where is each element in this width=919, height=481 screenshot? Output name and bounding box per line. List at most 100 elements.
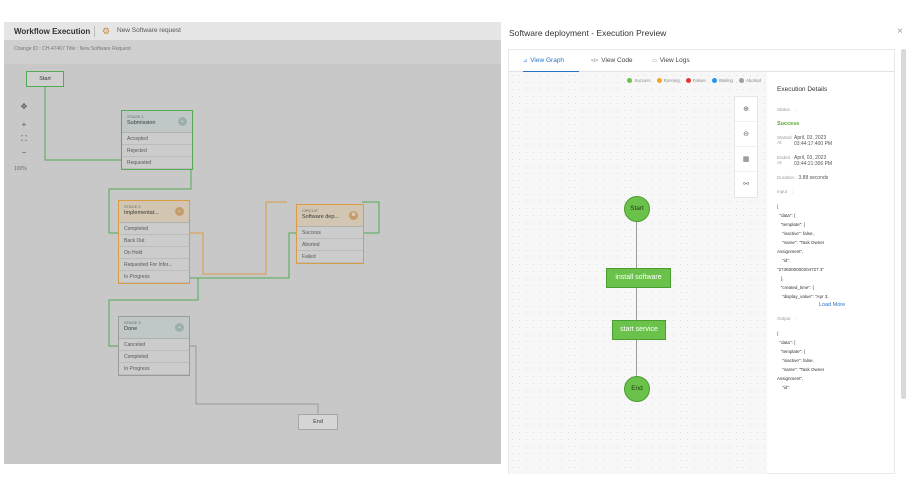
started-value: April, 03, 2023 03:44:17:400 PM [794,135,833,147]
legend-label: Failure [692,78,706,83]
stage-name: Done [124,326,138,332]
status-label-text: Status [777,107,790,112]
input-separator: : [792,189,794,194]
status-label: Status : [777,107,887,112]
stage-label: STAGE 2 [124,204,141,209]
panel-title: Software deployment - Execution Preview [509,28,667,38]
legend-label: Waiting [718,78,733,83]
tab-view-code[interactable]: </>View Code [591,57,633,64]
graph-edge [636,218,637,268]
stage-done[interactable]: STAGE 3 Done ⌄ Canceled Completed In Pro… [118,316,190,376]
stage-status-row: Accepted [122,133,192,145]
load-more-link[interactable]: Load More [818,302,846,308]
stage-header: STAGE 2 Implementat... ⌄ [119,201,189,223]
chevron-down-icon[interactable]: ⌄ [178,117,187,126]
workflow-execution-view: Workflow Execution ⚙ New Software reques… [4,22,501,464]
graph-edge [636,288,637,320]
stage-status-row: Requested [122,157,192,169]
output-label: Output : [777,316,887,321]
stage-status-row: Back Out [119,235,189,247]
graph-node-end[interactable]: End [624,376,650,402]
input-label: Input : [777,189,887,194]
graph-node-start[interactable]: Start [624,196,650,222]
end-node[interactable]: End [298,414,338,430]
details-title: Execution Details [777,86,828,93]
graph-node-install-software[interactable]: install software [606,268,671,288]
stage-label: STAGE 1 [127,114,144,119]
duration-label: Duration : [777,175,797,180]
stage-status-row: Requested For Infor... [119,259,189,271]
ended-value: April, 03, 2023 03:44:21:306 PM [794,155,833,167]
legend-item: Success [627,78,651,83]
duration-value: 3.88 seconds [798,175,829,181]
circuit-icon[interactable]: ⚙ [349,211,358,220]
zoom-in-icon[interactable]: ⊕ [735,97,757,122]
zoom-level: 100% [14,166,27,172]
logs-icon: ▭ [652,58,657,64]
scrollbar[interactable] [901,49,906,399]
stage-status-row: Success [297,227,363,239]
started-at: Started At: April, 03, 2023 03:44:17:400… [777,135,887,147]
close-icon[interactable]: × [897,26,903,37]
modal-backdrop [4,64,501,464]
stage-name: Implementat... [124,210,159,216]
stage-status-row: In Progress [119,363,189,375]
change-info: Change ID : CH-47467 Title : New Softwar… [14,46,131,52]
preview-tabs: ⊿View Graph </>View Code ▭View Logs [509,50,894,73]
zoom-out-icon[interactable]: ⊖ [735,122,757,147]
output-separator: : [795,316,797,321]
chevron-down-icon[interactable]: ⌄ [175,207,184,216]
graph-node-start-service[interactable]: start service [612,320,666,340]
circuit-software-deployment[interactable]: CIRCUIT Software dep... ⚙ Success Aborte… [296,204,364,264]
tab-label: View Logs [659,57,690,64]
input-json: { "data": { "template": { "inactive": fa… [777,204,829,299]
stage-label: CIRCUIT [302,208,319,213]
workflow-canvas[interactable]: ✥ + ⛶ − 100% Start STAGE 1 Submission ⌄ [4,64,501,464]
header-divider [94,26,95,37]
graph-icon: ⊿ [523,58,528,64]
zoom-in-icon[interactable]: + [21,120,27,129]
tab-view-graph[interactable]: ⊿View Graph [523,57,564,64]
ended-at: Ended At: April, 03, 2023 03:44:21:306 P… [777,155,887,167]
fit-screen-icon[interactable]: ⛶ [21,134,27,143]
input-label-text: Input [777,189,788,194]
duration: Duration : 3.88 seconds [777,175,887,181]
layout-icon[interactable]: ⚯ [743,181,749,188]
legend-label: Success [634,78,651,83]
status-value: Success [777,121,800,127]
stage-submission[interactable]: STAGE 1 Submission ⌄ Accepted Rejected R… [121,110,193,170]
zoom-out-icon[interactable]: − [21,148,27,157]
legend-label: Aborted [745,78,761,83]
aborted-dot-icon [738,78,744,83]
stage-status-row: Rejected [122,145,192,157]
active-tab-indicator [523,71,579,73]
stage-header: STAGE 3 Done ⌄ [119,317,189,339]
stage-status-row: Completed [119,351,189,363]
tab-view-logs[interactable]: ▭View Logs [652,57,690,64]
execution-graph[interactable]: Success Running Failure Waiting Aborted … [509,72,767,474]
grid-icon[interactable]: ▦ [735,147,757,172]
stage-status-row: Canceled [119,339,189,351]
preview-content: ⊿View Graph </>View Code ▭View Logs Succ… [508,49,895,474]
request-name[interactable]: New Software request [117,27,181,34]
started-label: Started At: [777,135,792,145]
request-icon: ⚙ [101,26,111,36]
start-node[interactable]: Start [26,71,64,87]
status-separator: : [794,107,797,112]
chevron-down-icon[interactable]: ⌄ [175,323,184,332]
legend-label: Running [663,78,680,83]
execution-preview-panel: Software deployment - Execution Preview … [501,19,919,481]
stage-implementation[interactable]: STAGE 2 Implementat... ⌄ Completed Back … [118,200,190,284]
stage-name: Submission [127,120,156,126]
tab-label: View Graph [530,57,565,64]
stage-label: STAGE 3 [124,320,141,325]
legend-item: Aborted [738,78,761,83]
pan-icon[interactable]: ✥ [20,102,28,111]
graph-edge [636,340,637,376]
stage-status-row: Aborted [297,239,363,251]
legend-item: Running [656,78,680,83]
success-dot-icon [627,78,633,83]
stage-status-row: On Hold [119,247,189,259]
stage-status-row: Failed [297,251,363,263]
